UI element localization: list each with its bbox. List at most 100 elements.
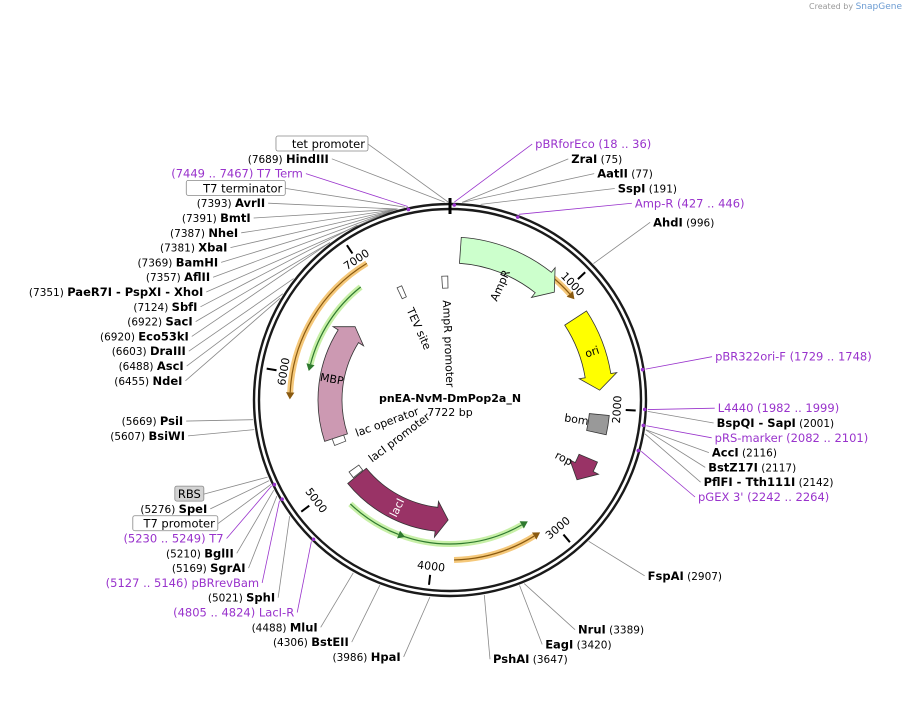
tick-label-5000: 5000 <box>302 485 329 515</box>
leader-l4440 <box>647 407 715 410</box>
orf-inner-line-1 <box>399 524 523 545</box>
site-label-avrii: (7393) AvrII <box>197 196 265 210</box>
orf-inner-line-2 <box>349 503 399 536</box>
primer-mark-laci-r <box>311 537 316 542</box>
site-spei: (5276) SpeI <box>140 502 207 516</box>
site-bsteii: (4306) BstEII <box>273 635 349 649</box>
orf-line-2 <box>454 535 535 561</box>
site-label-hindiii: (7689) HindIII <box>248 152 329 166</box>
feature-mbp <box>317 326 365 442</box>
primer-label-t7-term: (7449 .. 7467) T7 Term <box>171 167 303 181</box>
site-label-ahdi: AhdI (996) <box>653 215 714 229</box>
site-saci: (6922) SacI <box>127 315 192 329</box>
primer-label-t7: (5230 .. 5249) T7 <box>123 532 223 546</box>
site-label-bsiwi: (5607) BsiWI <box>110 429 185 443</box>
plasmid-size: 7722 bp <box>427 406 472 419</box>
site-ndei: (6455) NdeI <box>114 374 182 388</box>
primer-pgex-3: pGEX 3' (2242 .. 2264) <box>698 490 829 504</box>
plasmid-name: pnEA-NvM-DmPop2a_N <box>379 392 521 405</box>
feature-rop <box>569 453 600 481</box>
site-fspai: FspAI (2907) <box>648 569 722 583</box>
site-sphi: (5021) SphI <box>208 591 275 605</box>
primer-mark-t7 <box>272 482 277 487</box>
leader-psii <box>186 419 253 422</box>
orf-inner-arrow-3 <box>306 363 315 372</box>
site-bamhi: (7369) BamHI <box>137 255 218 269</box>
leader-pflfi-tth111i <box>644 433 701 483</box>
leader-tet-promoter <box>367 143 449 203</box>
feature-label-mbp: MBP <box>319 371 345 388</box>
leader-saci <box>195 242 331 322</box>
site-pshai: PshAI (3647) <box>493 652 568 666</box>
leader-fspai <box>588 540 645 577</box>
leader-bsteii <box>351 584 381 643</box>
orf-line-3 <box>289 262 368 393</box>
primer-laci-r: (4805 .. 4824) LacI-R <box>173 606 294 620</box>
feature-tev-site <box>396 285 407 300</box>
leader-t7-term <box>305 173 408 207</box>
site-label-sbfi: (7124) SbfI <box>133 300 197 314</box>
leader-draiii <box>188 278 294 352</box>
leader-aatii <box>462 173 595 203</box>
feature-ori <box>564 310 618 391</box>
snapgene-credit: Created by SnapGene <box>809 2 902 12</box>
leader-bspqi-sapi <box>647 410 714 424</box>
site-hindiii: (7689) HindIII <box>248 152 329 166</box>
primer-label-laci-r: (4805 .. 4824) LacI-R <box>173 606 294 620</box>
primer-mark-pbr322ori-f <box>640 367 645 372</box>
label-box-t7-terminator: T7 terminator <box>185 180 286 196</box>
site-label-draiii: (6603) DraIII <box>112 344 186 358</box>
feature-laci-promoter <box>348 464 364 479</box>
site-sgrai: (5169) SgrAI <box>172 561 246 575</box>
box-label-t7-promoter: T7 promoter <box>142 517 215 531</box>
primer-label-amp-r: Amp-R (427 .. 446) <box>635 196 745 210</box>
tick-label-2000: 2000 <box>610 395 625 424</box>
feature-bom <box>586 413 610 436</box>
site-aflii: (7357) AflII <box>146 270 210 284</box>
feature-ampr <box>459 236 556 299</box>
label-box-tet-promoter: tet promoter <box>275 135 369 152</box>
site-label-pflfi-tth111i: PflFI - Tth111I (2142) <box>704 475 834 489</box>
site-paer7i-pspxi-xhoi: (7351) PaeR7I - PspXI - XhoI <box>29 285 203 299</box>
site-label-bspqi-sapi: BspQI - SapI (2001) <box>717 416 835 430</box>
primer-label-pbr322ori-f: pBR322ori-F (1729 .. 1748) <box>715 350 872 364</box>
site-aatii: AatII (77) <box>597 167 653 181</box>
primer-pbrrevbam: (5127 .. 5146) pBRrevBam <box>106 576 259 590</box>
leader-spei <box>210 480 270 510</box>
site-hpai: (3986) HpaI <box>332 650 400 664</box>
site-xbai: (7381) XbaI <box>160 241 227 255</box>
leader-nhei <box>241 208 397 234</box>
feature-label-tev-site: TEV site <box>403 305 434 352</box>
box-label-t7-terminator: T7 terminator <box>202 181 282 195</box>
site-acci: AccI (2116) <box>712 446 777 460</box>
tick-4000 <box>428 574 432 585</box>
box-label-rbs: RBS <box>178 487 201 501</box>
leader-hpai <box>403 596 431 658</box>
primer-mark-prs-marker <box>641 423 646 428</box>
tick-6000 <box>266 367 277 372</box>
orf-arrow-2 <box>531 532 541 540</box>
primer-label-pbrrevbam: (5127 .. 5146) pBRrevBam <box>106 576 259 590</box>
primer-t7: (5230 .. 5249) T7 <box>123 532 223 546</box>
leader-ahdi <box>593 221 651 264</box>
leader-sphi <box>277 516 291 598</box>
box-rbs <box>174 485 205 502</box>
tick-7000 <box>346 244 354 255</box>
tick-3000 <box>562 533 571 543</box>
leader-sgrai <box>248 495 278 569</box>
leader-laci-r <box>296 541 312 613</box>
site-label-psii: (5669) PsiI <box>122 414 184 428</box>
tick-label-6000: 6000 <box>275 357 293 387</box>
feature-laci <box>347 467 449 539</box>
leader-hindiii <box>331 158 445 203</box>
site-label-bglii: (5210) BglII <box>166 546 234 560</box>
site-label-saci: (6922) SacI <box>127 315 192 329</box>
orf-arrow-3 <box>285 392 295 400</box>
feature-ampr-promoter <box>441 275 449 289</box>
site-label-acci: AccI (2116) <box>712 446 777 460</box>
feature-layer <box>317 236 618 539</box>
site-bsiwi: (5607) BsiWI <box>110 429 185 443</box>
site-asci: (6488) AscI <box>119 359 184 373</box>
leader-rbs <box>203 476 268 495</box>
feature-label-ampr: AmpR <box>488 268 513 304</box>
